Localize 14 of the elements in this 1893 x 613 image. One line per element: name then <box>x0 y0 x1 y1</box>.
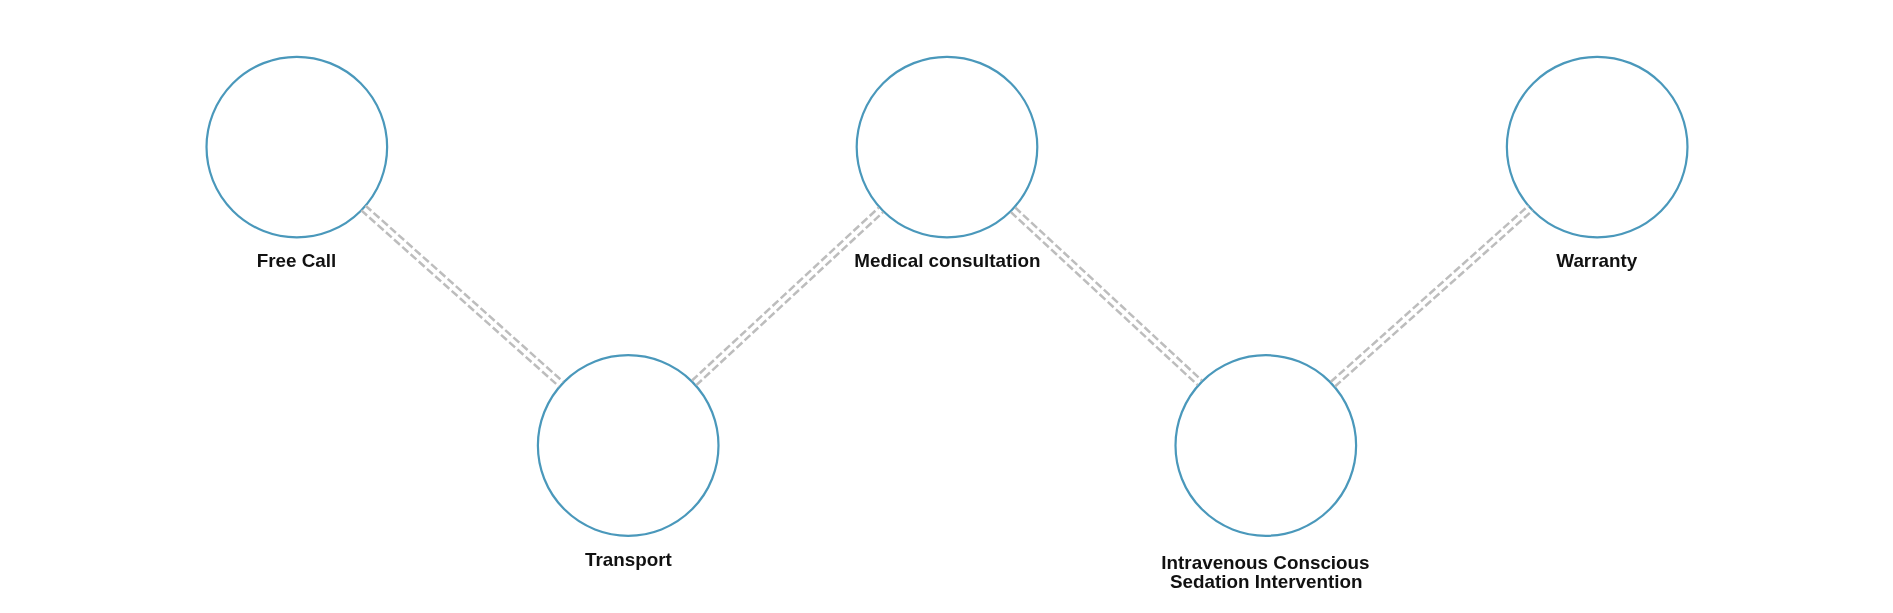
node-circle <box>536 354 720 537</box>
connector <box>360 204 564 388</box>
node-circle <box>204 55 388 239</box>
connector <box>1009 206 1203 387</box>
node-label: Warranty <box>1555 250 1637 272</box>
node-label: Transport <box>584 548 672 570</box>
connector <box>1329 204 1533 388</box>
node-label: Free Call <box>256 250 336 272</box>
node-label: Intravenous Conscious Sedation Intervention <box>1160 551 1370 592</box>
connector <box>690 206 884 387</box>
node-circle <box>855 55 1038 239</box>
node-circle <box>1173 354 1357 537</box>
node-circle <box>1505 55 1689 239</box>
node-label: Medical consultation <box>853 250 1041 272</box>
